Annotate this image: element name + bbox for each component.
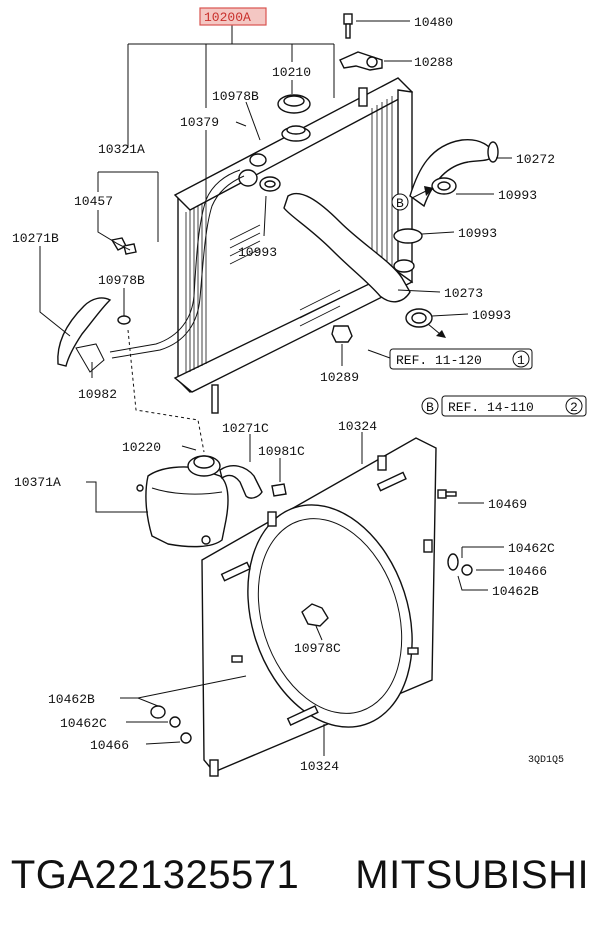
hose-10271c bbox=[219, 465, 263, 499]
label-10321a: 10321A bbox=[98, 142, 145, 157]
clamp-10978b bbox=[117, 315, 131, 325]
label-10978b-top: 10978B bbox=[212, 89, 259, 104]
clip-10978c bbox=[301, 603, 329, 627]
label-10993-c: 10993 bbox=[472, 308, 511, 323]
ref-14-110-letter: B bbox=[426, 400, 434, 415]
label-10469: 10469 bbox=[488, 497, 527, 512]
label-10324-top: 10324 bbox=[338, 419, 377, 434]
ref-14-110-num: 2 bbox=[570, 400, 578, 415]
label-10324-bottom: 10324 bbox=[300, 759, 339, 774]
clip-10981c bbox=[271, 483, 287, 497]
label-10272: 10272 bbox=[516, 152, 555, 167]
diagram-code: 3QD1Q5 bbox=[528, 755, 564, 766]
hose-10271b bbox=[57, 297, 112, 373]
mount-10289 bbox=[331, 325, 353, 343]
label-10462b-right: 10462B bbox=[492, 584, 539, 599]
marker-b: B bbox=[391, 193, 409, 211]
highlight-box bbox=[199, 7, 267, 26]
part-labels: 10200A 10480 10288 10210 10978B 10379 10… bbox=[12, 7, 587, 774]
label-10982: 10982 bbox=[78, 387, 117, 402]
label-10271c: 10271C bbox=[222, 421, 269, 436]
part-number: TGA221325571 bbox=[10, 852, 300, 897]
label-10978b: 10978B bbox=[98, 273, 145, 288]
hose-clamp-10993-a bbox=[431, 177, 457, 195]
label-10379: 10379 bbox=[180, 115, 219, 130]
label-10466-right: 10466 bbox=[508, 564, 547, 579]
label-10273: 10273 bbox=[444, 286, 483, 301]
overflow-tube bbox=[109, 169, 245, 359]
ref-11-120: REF. 11-120 1 bbox=[389, 348, 533, 370]
label-10457: 10457 bbox=[74, 194, 113, 209]
hose-clamp-10993-b bbox=[393, 228, 423, 244]
label-10371a: 10371A bbox=[14, 475, 61, 490]
radiator-bracket bbox=[339, 51, 383, 71]
label-10271b: 10271B bbox=[12, 231, 59, 246]
bolt-10480 bbox=[343, 13, 353, 39]
label-10466-left: 10466 bbox=[90, 738, 129, 753]
brand-name: MITSUBISHI bbox=[355, 852, 590, 897]
label-10462c-left: 10462C bbox=[60, 716, 107, 731]
ref-11-120-num: 1 bbox=[517, 353, 525, 368]
label-10289: 10289 bbox=[320, 370, 359, 385]
lower-hose bbox=[283, 192, 415, 303]
label-10993-b: 10993 bbox=[458, 226, 497, 241]
caption: TGA221325571 MITSUBISHI bbox=[0, 840, 600, 910]
hose-clamp-10993-c bbox=[405, 308, 446, 338]
label-10993-a: 10993 bbox=[498, 188, 537, 203]
clip-10457 bbox=[110, 237, 137, 255]
upper-hose bbox=[409, 139, 499, 208]
grommet-left bbox=[150, 705, 192, 744]
bolt-10469 bbox=[437, 489, 457, 499]
grommet-right bbox=[447, 553, 473, 576]
label-10981c: 10981C bbox=[258, 444, 305, 459]
reserve-tank bbox=[136, 455, 229, 548]
label-10288: 10288 bbox=[414, 55, 453, 70]
hose-clamp-10993-d bbox=[259, 176, 281, 192]
label-10220: 10220 bbox=[122, 440, 161, 455]
label-10210: 10210 bbox=[272, 65, 311, 80]
marker-b-text: B bbox=[396, 196, 404, 211]
label-10480: 10480 bbox=[414, 15, 453, 30]
label-10462b-left: 10462B bbox=[48, 692, 95, 707]
radiator-core bbox=[173, 77, 414, 414]
ref-11-120-text: REF. 11-120 bbox=[396, 353, 482, 368]
label-10462c-right: 10462C bbox=[508, 541, 555, 556]
label-10200a: 10200A bbox=[204, 10, 251, 25]
ref-14-110-text: REF. 14-110 bbox=[448, 400, 534, 415]
ref-14-110: B REF. 14-110 2 bbox=[421, 395, 587, 417]
label-10978c: 10978C bbox=[294, 641, 341, 656]
leader-lines bbox=[39, 20, 512, 756]
radiator-cap bbox=[277, 94, 311, 114]
fan-shroud bbox=[201, 437, 437, 777]
parts-diagram: 10200A 10480 10288 10210 10978B 10379 10… bbox=[12, 7, 587, 777]
label-10993-d: 10993 bbox=[238, 245, 277, 260]
